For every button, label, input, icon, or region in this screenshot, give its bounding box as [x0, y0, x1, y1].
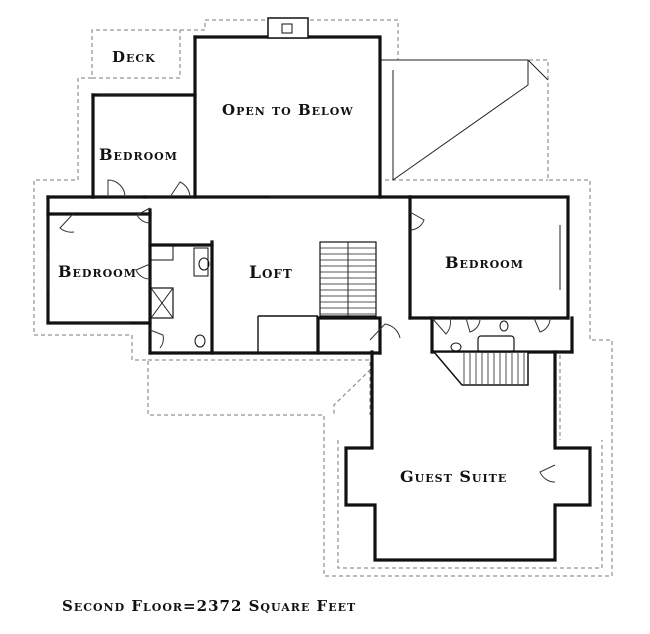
- guest-stairs: [432, 351, 529, 386]
- interior-lines: [47, 94, 561, 353]
- roof-hip-lines: [379, 59, 549, 192]
- room-label-bedroom-right: Bedroom: [445, 253, 524, 272]
- room-label-deck: Deck: [112, 48, 156, 66]
- door-swings: [59, 179, 556, 483]
- floor-area-caption: Second Floor=2372 Square Feet: [62, 597, 356, 615]
- loft-stairs: [319, 241, 377, 317]
- walls: [46, 17, 592, 562]
- room-label-open-to-below: Open to Below: [222, 101, 354, 119]
- fixtures: [150, 245, 515, 353]
- room-label-bedroom-left: Bedroom: [58, 262, 137, 281]
- chimney: [267, 17, 309, 39]
- room-label-loft: Loft: [249, 263, 293, 283]
- room-label-guest-suite: Guest Suite: [400, 467, 507, 486]
- room-label-bedroom-upper-left: Bedroom: [99, 145, 178, 164]
